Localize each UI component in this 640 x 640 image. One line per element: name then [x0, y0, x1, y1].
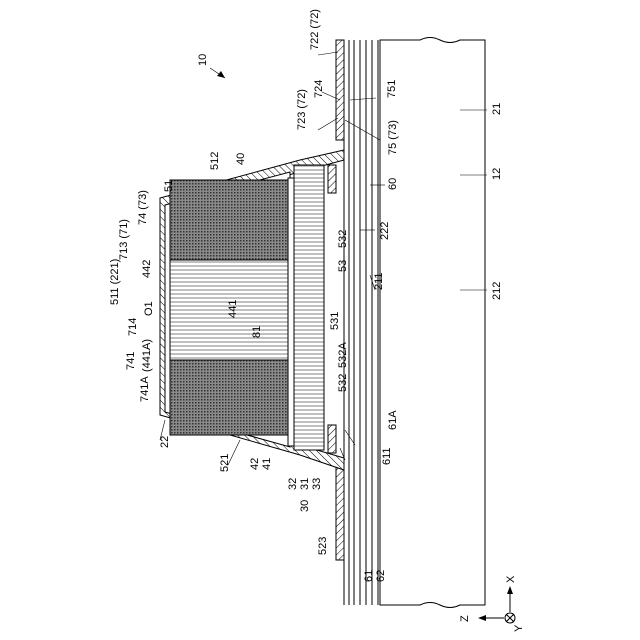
label-532A: 532A	[337, 342, 349, 368]
label-722-72: 722 (72)	[309, 9, 321, 50]
active-region-upper	[170, 180, 288, 260]
label-42: 42	[249, 458, 261, 470]
electrode-upper	[328, 165, 336, 193]
label-75-73: 75 (73)	[387, 120, 399, 155]
label-523: 523	[317, 537, 329, 555]
label-211: 211	[373, 272, 385, 290]
label-212: 212	[491, 282, 503, 300]
label-60: 60	[387, 178, 399, 190]
axis-indicator: X Z Y	[459, 575, 525, 632]
label-61A: 61A	[387, 410, 399, 430]
axis-x-label: X	[505, 575, 517, 583]
label-442: 442	[141, 260, 153, 278]
label-741A: 741A	[139, 376, 151, 402]
label-532-top: 532	[337, 230, 349, 248]
label-441A: (441A)	[141, 339, 153, 372]
label-O1: O1	[143, 301, 155, 316]
label-41: 41	[261, 458, 273, 470]
label-53: 53	[337, 260, 349, 272]
electrode-lower	[328, 425, 336, 453]
label-531: 531	[329, 312, 341, 330]
cover-layers-61-62	[336, 40, 344, 560]
label-611: 611	[381, 447, 393, 465]
axis-y-label: Y	[513, 624, 525, 632]
label-21: 21	[491, 103, 503, 115]
label-222: 222	[379, 222, 391, 240]
label-751: 751	[386, 80, 398, 98]
label-724: 724	[313, 80, 325, 98]
label-22: 22	[159, 436, 171, 448]
label-714: 714	[127, 318, 139, 336]
active-region-lower	[170, 360, 288, 435]
label-33: 33	[311, 478, 323, 490]
label-511-221: 511 (221)	[109, 259, 121, 305]
label-713-71: 713 (71)	[118, 219, 130, 260]
label-12: 12	[491, 168, 503, 180]
layer-531	[294, 165, 324, 450]
label-521: 521	[219, 454, 231, 472]
label-10: 10	[197, 54, 209, 66]
label-74-73: 74 (73)	[137, 190, 149, 225]
label-62: 62	[375, 570, 387, 582]
label-31: 31	[299, 478, 311, 490]
axis-z-label: Z	[459, 615, 471, 622]
label-40: 40	[235, 153, 247, 165]
contact-layer-53	[288, 178, 294, 446]
label-723-72: 723 (72)	[296, 89, 308, 130]
label-512: 512	[209, 152, 221, 170]
label-81: 81	[251, 326, 263, 338]
label-51: 51	[163, 180, 175, 192]
label-32: 32	[287, 478, 299, 490]
label-61: 61	[363, 570, 375, 582]
label-30: 30	[299, 500, 311, 512]
reference-arrow-10	[210, 68, 225, 78]
label-741: 741	[125, 352, 137, 370]
mesa-structure	[160, 150, 344, 470]
label-532-bottom: 532	[337, 374, 349, 392]
layer-stack-22	[344, 40, 378, 605]
label-441: 441	[227, 300, 239, 318]
